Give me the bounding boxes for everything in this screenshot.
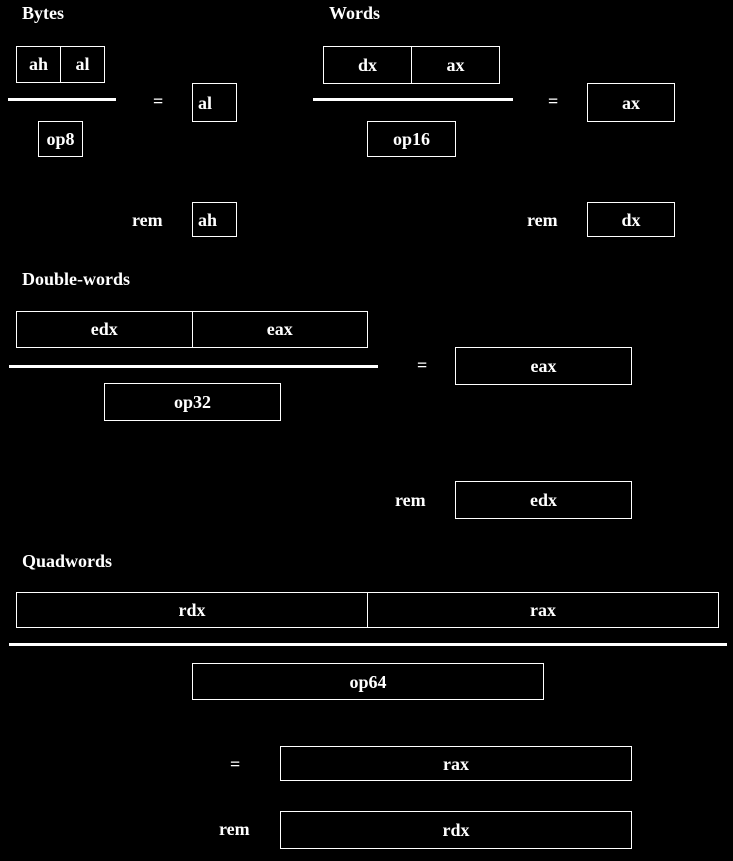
qwords-divisor: op64: [192, 663, 544, 700]
words-quotient: ax: [587, 83, 675, 122]
words-remainder: dx: [587, 202, 675, 237]
qwords-quotient: rax: [280, 746, 632, 781]
dwords-division-line: [9, 365, 378, 368]
qwords-heading: Quadwords: [22, 551, 113, 571]
words-dividend-low: ax: [411, 47, 499, 83]
bytes-remainder: ah: [192, 202, 237, 237]
qwords-dividend-low: rax: [367, 593, 718, 627]
words-division-line: [313, 98, 513, 101]
dwords-heading: Double-words: [22, 269, 131, 289]
bytes-divisor: op8: [38, 121, 83, 157]
dwords-rem-label: rem: [395, 490, 426, 510]
bytes-dividend-high: ah: [28, 54, 48, 74]
words-dividend-high: dx: [357, 54, 377, 75]
dwords-equals: =: [417, 355, 428, 375]
bytes-dividend-low: al: [60, 47, 104, 82]
dwords-quotient: eax: [455, 347, 632, 385]
dwords-dividend-low: eax: [191, 312, 368, 347]
qwords-dividend-high: rdx: [178, 599, 206, 620]
words-dividend: dx ax: [323, 46, 500, 84]
dwords-dividend: edx eax: [16, 311, 368, 348]
qwords-remainder: rdx: [280, 811, 632, 849]
words-rem-label: rem: [527, 210, 558, 230]
bytes-heading: Bytes: [22, 3, 64, 23]
bytes-division-line: [8, 98, 116, 101]
bytes-quotient: al: [192, 83, 237, 122]
words-divisor: op16: [367, 121, 456, 157]
qwords-division-line: [9, 643, 727, 646]
bytes-rem-label: rem: [132, 210, 163, 230]
bytes-equals: =: [153, 91, 164, 111]
qwords-rem-label: rem: [219, 819, 250, 839]
bytes-dividend: ah al: [16, 46, 105, 83]
dwords-divisor: op32: [104, 383, 281, 421]
qwords-dividend: rdx rax: [16, 592, 719, 628]
words-heading: Words: [329, 3, 381, 23]
words-equals: =: [548, 91, 559, 111]
dwords-remainder: edx: [455, 481, 632, 519]
qwords-equals: =: [230, 754, 241, 774]
dwords-dividend-high: edx: [90, 319, 118, 339]
